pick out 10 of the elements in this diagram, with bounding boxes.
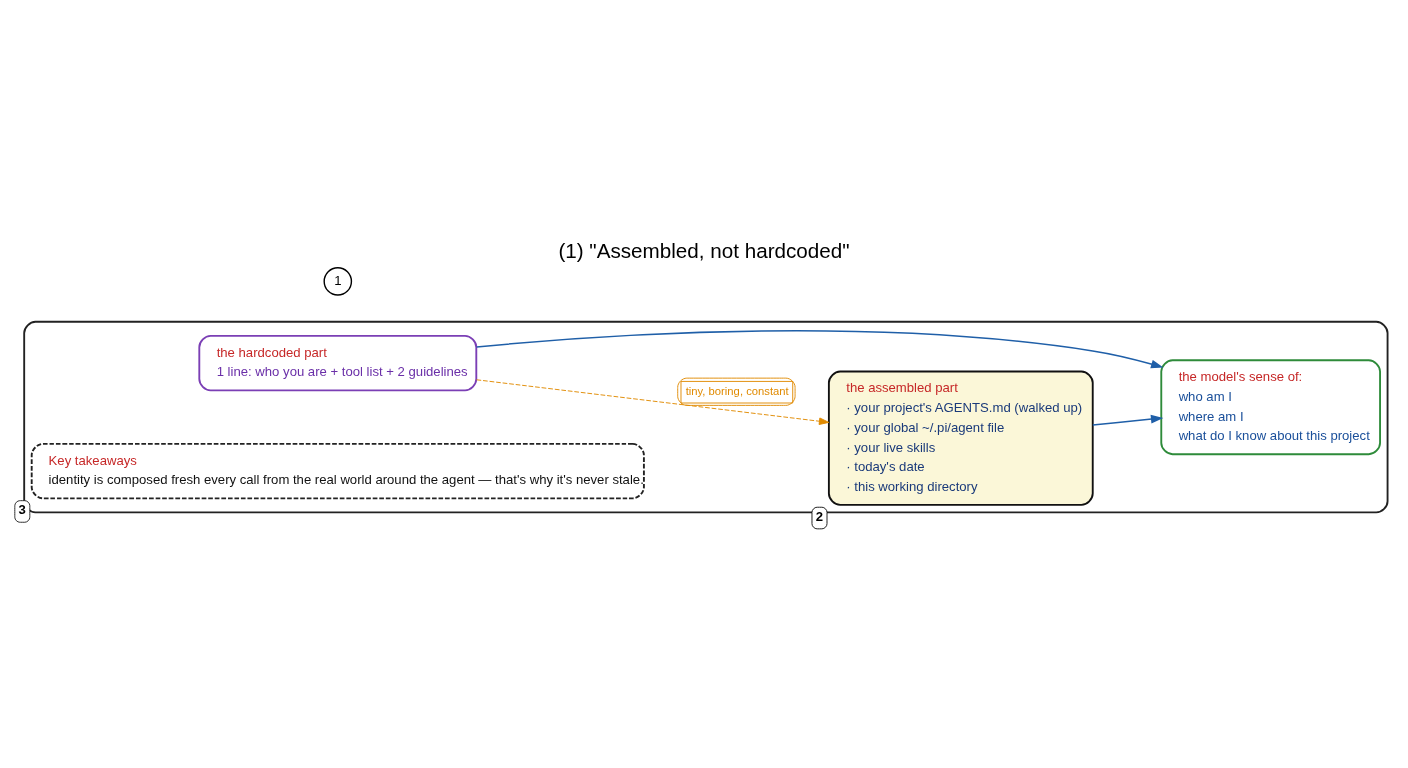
- label: 1: [334, 272, 342, 288]
- node-box: the hardcoded part 1 line: who you are + tool list + 2 guidelines: [198, 334, 478, 392]
- node-label: 3: [18, 502, 26, 517]
- diagram-title: (1) "Assembled, not hardcoded": [558, 239, 850, 263]
- arrow: [476, 379, 830, 425]
- node-label: 2: [815, 508, 824, 524]
- edge-label: tiny, boring, constant: [685, 385, 789, 398]
- node-box: the model's sense of: who am I where am I what do I know about this project: [1160, 359, 1381, 456]
- arrow: [475, 330, 1164, 369]
- arrow: [1092, 414, 1164, 426]
